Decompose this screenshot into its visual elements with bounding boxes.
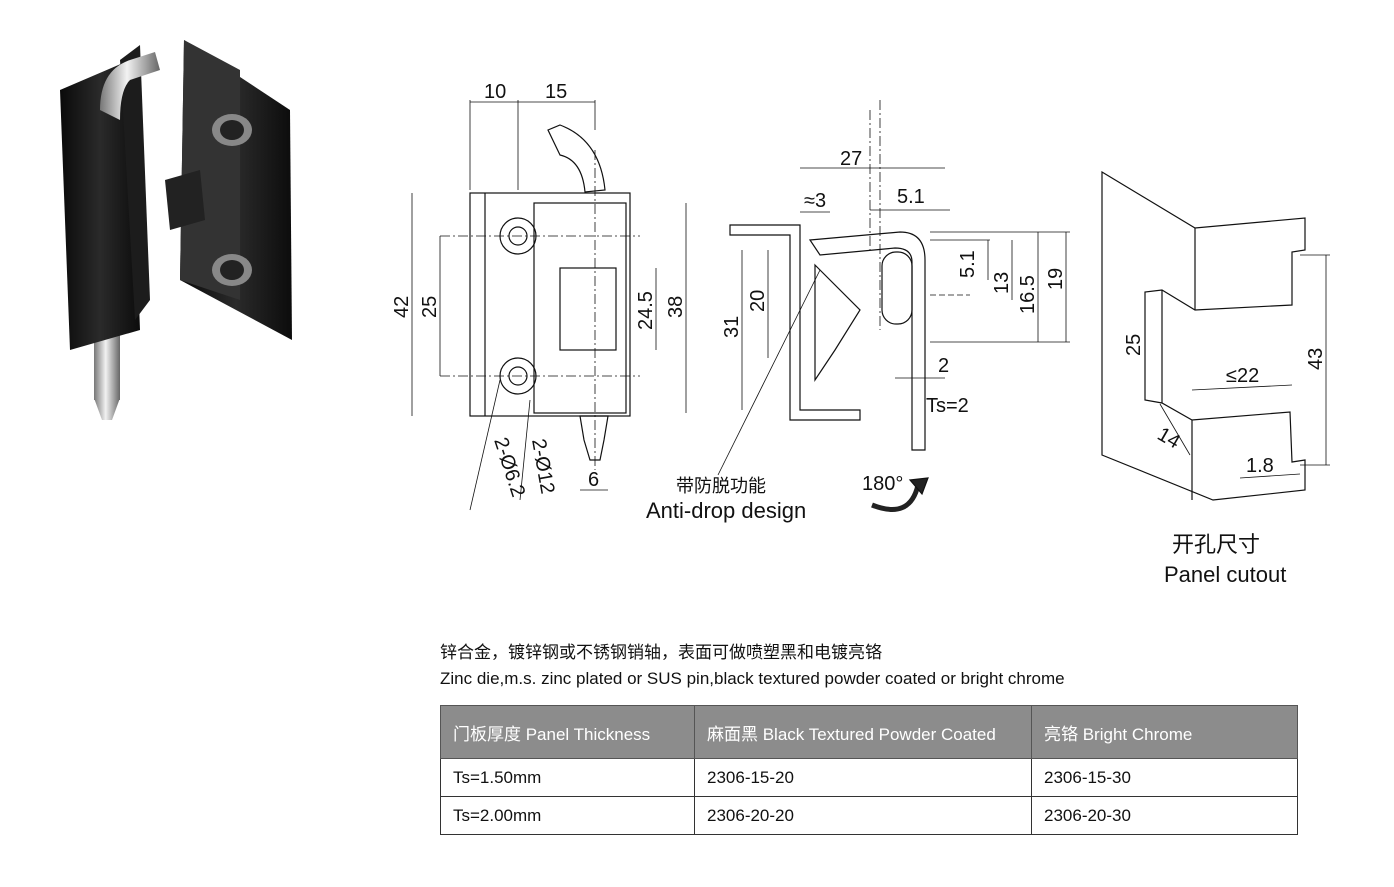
dim-20: 20 bbox=[747, 290, 769, 312]
anti-drop-note-cn: 带防脱功能 bbox=[676, 476, 766, 497]
technical-drawing: 10 15 42 25 24.5 38 2-Ø6.2 2-Ø12 6 bbox=[60, 40, 1330, 587]
side-view-dimensions: 27 ≈3 5.1 5.1 13 16.5 19 20 31 2 Ts=2 18… bbox=[646, 148, 1067, 523]
hinge-product-photo bbox=[60, 40, 292, 420]
dim-15: 15 bbox=[545, 81, 567, 103]
spec-table: 门板厚度 Panel Thickness 麻面黑 Black Textured … bbox=[440, 705, 1298, 835]
dim-25-cutout: 25 bbox=[1123, 334, 1145, 356]
panel-cutout-title-en: Panel cutout bbox=[1164, 562, 1286, 587]
dim-19: 19 bbox=[1045, 268, 1067, 290]
dim-38: 38 bbox=[665, 296, 687, 318]
table-row: Ts=1.50mm 2306-15-20 2306-15-30 bbox=[440, 758, 1298, 797]
dim-42: 42 bbox=[391, 296, 413, 318]
dim-13: 13 bbox=[991, 272, 1013, 294]
panel-cutout-dimensions: 25 43 ≤22 14 1.8 开孔尺寸 Panel cutout bbox=[1123, 334, 1327, 587]
dim-31: 31 bbox=[721, 316, 743, 338]
table-header-row: 门板厚度 Panel Thickness 麻面黑 Black Textured … bbox=[440, 705, 1298, 759]
dim-24-5: 24.5 bbox=[635, 291, 657, 330]
header-black-textured: 麻面黑 Black Textured Powder Coated bbox=[694, 705, 1032, 759]
dim-ts-2: Ts=2 bbox=[926, 395, 969, 417]
cell-black-code: 2306-20-20 bbox=[694, 796, 1032, 835]
side-view bbox=[717, 100, 1070, 512]
dim-max-22: ≤22 bbox=[1226, 365, 1259, 387]
header-panel-thickness: 门板厚度 Panel Thickness bbox=[440, 705, 695, 759]
cell-black-code: 2306-15-20 bbox=[694, 758, 1032, 797]
table-row: Ts=2.00mm 2306-20-20 2306-20-30 bbox=[440, 796, 1298, 835]
material-description: 锌合金，镀锌钢或不锈钢销轴，表面可做喷塑黑和电镀亮铬 Zinc die,m.s.… bbox=[440, 640, 1065, 692]
panel-cutout-title-cn: 开孔尺寸 bbox=[1172, 533, 1260, 558]
dim-approx-3: ≈3 bbox=[804, 190, 826, 212]
material-line-en: Zinc die,m.s. zinc plated or SUS pin,bla… bbox=[440, 669, 1065, 688]
front-view-dimensions: 10 15 42 25 24.5 38 2-Ø6.2 2-Ø12 6 bbox=[391, 81, 687, 500]
dim-1-8: 1.8 bbox=[1246, 455, 1274, 477]
dim-5-1-vertical: 5.1 bbox=[957, 250, 979, 278]
panel-cutout-view bbox=[1101, 170, 1330, 501]
dim-5-1-horizontal: 5.1 bbox=[897, 186, 925, 208]
dim-2: 2 bbox=[938, 355, 949, 377]
anti-drop-note-en: Anti-drop design bbox=[646, 498, 806, 523]
dim-14: 14 bbox=[1154, 423, 1184, 453]
cell-thickness: Ts=1.50mm bbox=[440, 758, 695, 797]
dim-25: 25 bbox=[419, 296, 441, 318]
header-bright-chrome: 亮铬 Bright Chrome bbox=[1031, 705, 1298, 759]
rotation-label: 180° bbox=[862, 473, 903, 495]
material-line-cn: 锌合金，镀锌钢或不锈钢销轴，表面可做喷塑黑和电镀亮铬 bbox=[440, 643, 882, 663]
dim-16-5: 16.5 bbox=[1017, 275, 1039, 314]
front-view bbox=[411, 100, 687, 511]
dim-10: 10 bbox=[484, 81, 506, 103]
dim-43: 43 bbox=[1305, 348, 1327, 370]
cell-thickness: Ts=2.00mm bbox=[440, 796, 695, 835]
cell-chrome-code: 2306-20-30 bbox=[1031, 796, 1298, 835]
cell-chrome-code: 2306-15-30 bbox=[1031, 758, 1298, 797]
dim-hole-12: 2-Ø12 bbox=[527, 437, 558, 496]
dim-6: 6 bbox=[588, 469, 599, 491]
dim-27: 27 bbox=[840, 148, 862, 170]
